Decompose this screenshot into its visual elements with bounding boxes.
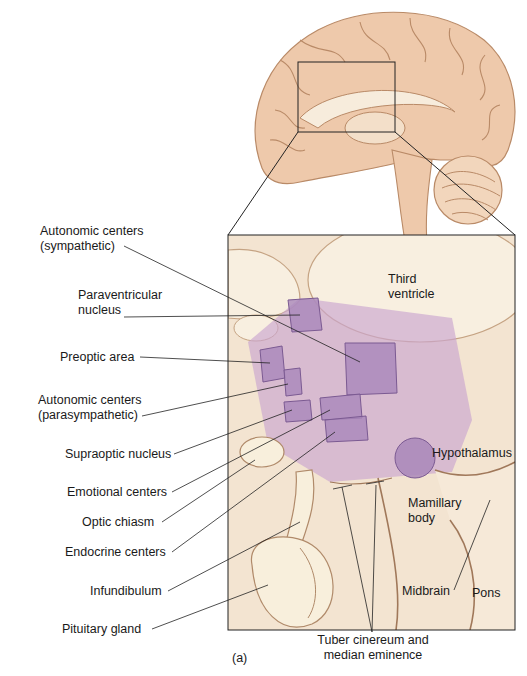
brain-sagittal <box>255 12 515 260</box>
structure-label: Infundibulum <box>90 584 210 599</box>
structure-label: Autonomic centers (sympathetic) <box>40 224 158 254</box>
structure-label: Pons <box>472 586 512 601</box>
structure-label: Optic chiasm <box>82 515 202 530</box>
leader-lines <box>124 246 490 632</box>
structure-label: Midbrain <box>402 584 462 599</box>
panel-label: (a) <box>232 651 262 666</box>
hypothalamus-inset <box>228 235 515 630</box>
structure-label: Tuber cinereum and median eminence <box>302 633 444 663</box>
structure-label: Paraventricular nucleus <box>78 288 173 318</box>
structure-label: Endocrine centers <box>65 545 195 560</box>
structure-label: Emotional centers <box>67 485 197 500</box>
structure-label: Hypothalamus <box>432 446 517 461</box>
structure-label: Preoptic area <box>60 350 180 365</box>
structure-label: Mamillary body <box>408 496 472 526</box>
structure-label: Supraoptic nucleus <box>65 447 195 462</box>
structure-label: Third ventricle <box>388 272 450 302</box>
structure-label: Autonomic centers (parasympathetic) <box>38 393 156 423</box>
structure-label: Pituitary gland <box>62 622 182 637</box>
